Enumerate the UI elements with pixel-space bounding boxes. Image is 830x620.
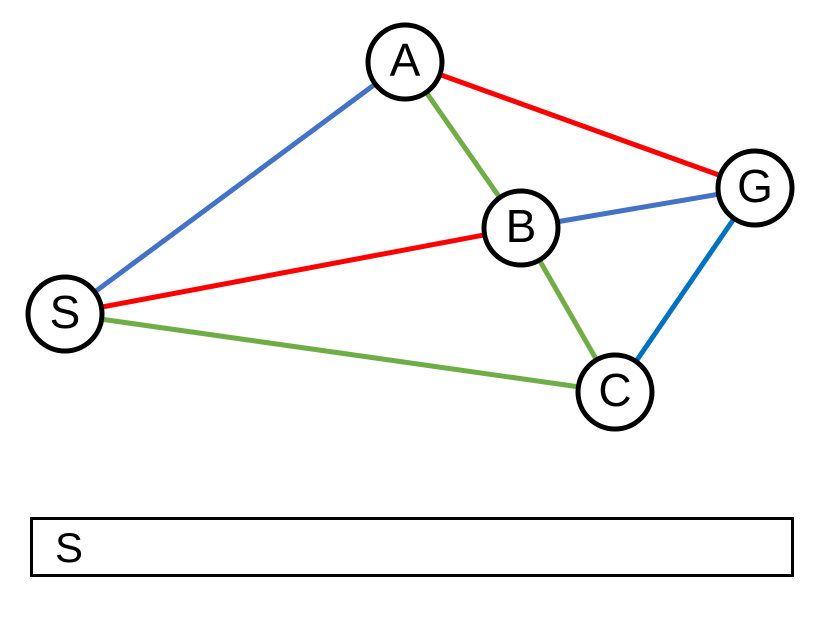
edge-c-g — [612, 186, 758, 394]
node-g: G — [715, 148, 795, 228]
graph-diagram: A B C G S — [25, 22, 795, 432]
node-circle-b — [481, 188, 561, 268]
output-box: S — [30, 517, 794, 577]
edge-a-g — [404, 59, 756, 191]
node-a: A — [365, 22, 445, 102]
node-b: B — [481, 188, 561, 268]
node-label-b: B — [506, 200, 537, 252]
node-label-g: G — [737, 160, 773, 212]
edge-s-a — [63, 59, 407, 317]
edge-s-b — [64, 225, 522, 317]
node-label-a: A — [390, 34, 421, 86]
node-label-c: C — [598, 364, 631, 416]
node-c: C — [575, 352, 655, 432]
nodes-layer: A B C G S — [25, 22, 795, 432]
edges-layer — [63, 59, 758, 395]
node-circle-s — [25, 274, 105, 354]
node-circle-c — [575, 352, 655, 432]
edge-b-g — [520, 185, 756, 231]
node-circle-a — [365, 22, 445, 102]
node-circle-g — [715, 148, 795, 228]
edge-s-c — [64, 311, 616, 395]
node-label-s: S — [50, 286, 81, 338]
output-text: S — [55, 524, 84, 571]
node-s: S — [25, 274, 105, 354]
